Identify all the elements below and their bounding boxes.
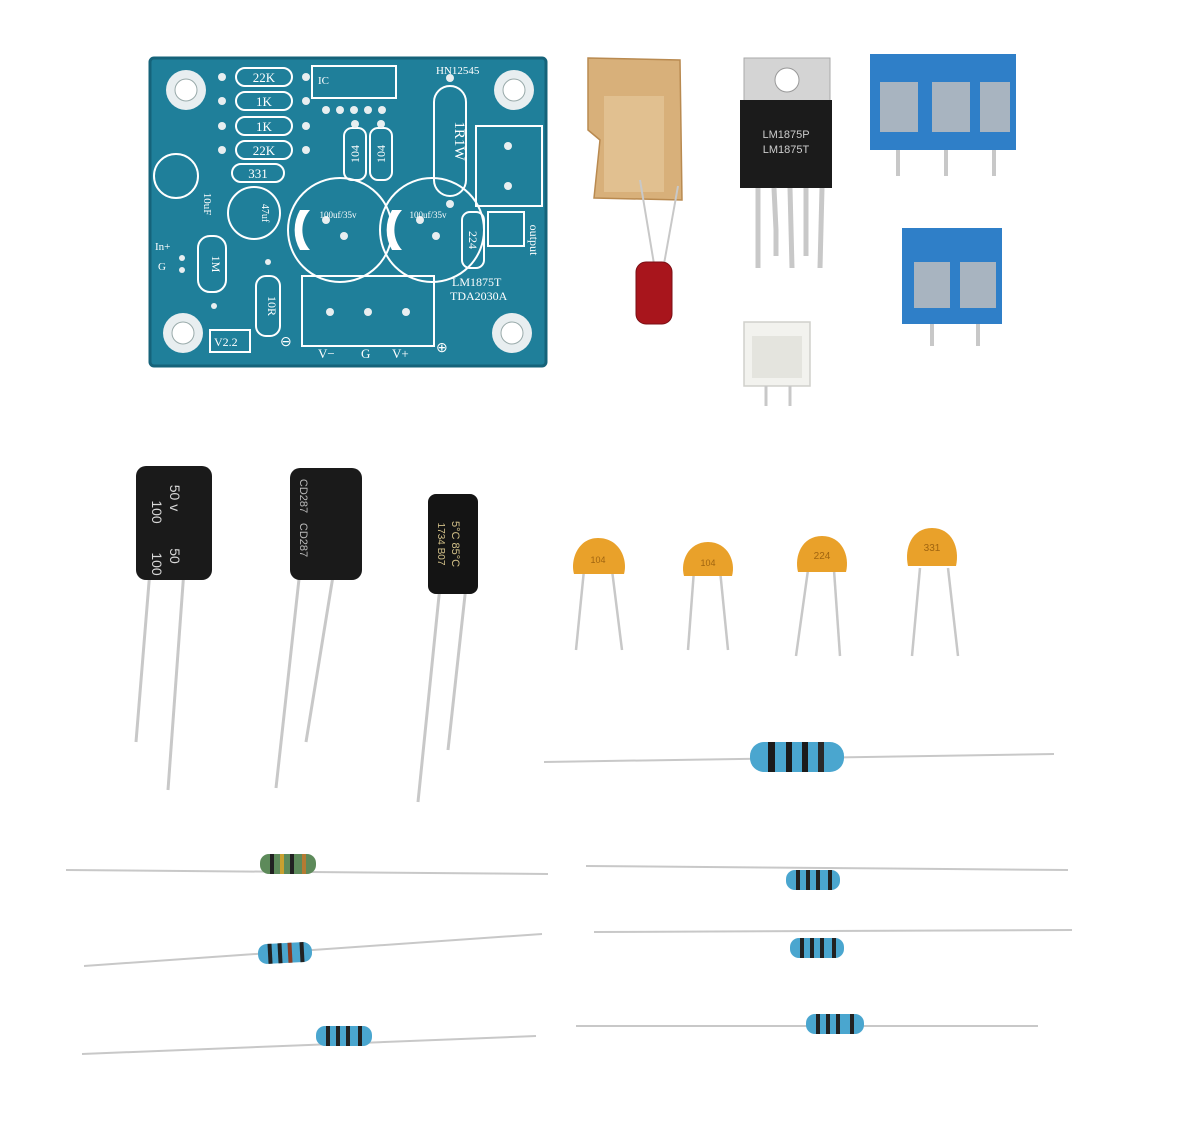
pcb-label-22k: 22K xyxy=(253,70,276,85)
mounting-hole xyxy=(494,70,534,110)
pcb-label-g: G xyxy=(158,261,166,273)
pcb-label-ic: IC xyxy=(318,75,329,87)
resistor xyxy=(585,865,1069,890)
ceramic-capacitor: 104 xyxy=(683,542,733,651)
pcb-label-104: 104 xyxy=(348,145,362,163)
electrolytic-capacitor-2: CD287 CD287 xyxy=(274,468,362,789)
pcb-label-code: HN12545 xyxy=(436,65,480,77)
ceramic-capacitor: 224 xyxy=(794,536,847,657)
pcb-label-v-plus: V+ xyxy=(392,346,409,361)
small-electrolytic-capacitor xyxy=(635,179,679,325)
pcb-label-100uf: 100uf/35v xyxy=(320,210,357,220)
pcb-label-10uf: 10uF xyxy=(201,193,213,216)
cap3-marking: 5°C 85°C xyxy=(449,521,461,567)
screw-terminal-3-pin xyxy=(870,54,1016,176)
mounting-hole xyxy=(163,313,203,353)
amplifier-ic: LM1875P LM1875T xyxy=(740,57,832,269)
pcb-label-v-minus: V− xyxy=(318,346,335,361)
pcb-label-10r: 10R xyxy=(265,296,279,316)
pcb-label-lm1875: LM1875T xyxy=(452,275,502,289)
cap1-marking: 100 xyxy=(149,552,165,576)
electrolytic-capacitor-3: 5°C 85°C 1734 B07 xyxy=(416,494,478,803)
mounting-hole xyxy=(492,313,532,353)
pcb-label-version: V2.2 xyxy=(214,335,238,349)
cap2-marking: CD287 xyxy=(297,523,309,557)
pcb-label-104: 104 xyxy=(374,145,388,163)
resistor xyxy=(65,854,549,875)
pcb-label-47uf: 47uf xyxy=(259,204,270,223)
ic-label-top: LM1875P xyxy=(762,129,809,141)
pcb-label-1r1w: 1R1W xyxy=(451,121,467,161)
pcb-label-224: 224 xyxy=(466,231,480,249)
resistor xyxy=(81,1026,537,1055)
electrolytic-capacitor-1: 50 v 100 50 100 xyxy=(134,466,212,791)
pcb-label-gnd: G xyxy=(361,346,370,361)
pcb-label-1m: 1M xyxy=(209,256,223,273)
pcb-label-1k: 1K xyxy=(256,119,273,134)
cap3-marking: 1734 B07 xyxy=(435,523,446,566)
pcb-label-tda: TDA2030A xyxy=(450,289,508,303)
ic-label-main: LM1875T xyxy=(763,144,810,156)
resistor xyxy=(593,929,1073,958)
pcb-label-1k: 1K xyxy=(256,94,273,109)
pcb-label-100uf: 100uf/35v xyxy=(410,210,447,220)
cap2-marking: CD287 xyxy=(297,479,309,513)
jst-connector xyxy=(743,321,811,406)
cap1-marking: 50 xyxy=(167,548,183,564)
pcb-label-minus: ⊖ xyxy=(280,335,292,350)
cap1-marking: 100 xyxy=(149,500,165,524)
resistor xyxy=(576,1014,1038,1034)
ceramic-capacitor: 104 xyxy=(573,538,625,651)
ceramic-label: 331 xyxy=(924,543,941,554)
pcb-label-plus: ⊕ xyxy=(436,341,448,356)
pcb-label-in-plus: In+ xyxy=(155,241,170,253)
pcb-label-22k: 22K xyxy=(253,143,276,158)
insulation-pad xyxy=(587,57,683,201)
screw-terminal-2-pin xyxy=(902,228,1002,346)
cap1-marking: 50 v xyxy=(167,485,183,511)
power-resistor xyxy=(543,742,1055,772)
ceramic-label: 104 xyxy=(590,555,605,565)
pcb-label-output: output xyxy=(527,225,541,256)
ceramic-capacitor: 331 xyxy=(907,528,960,657)
ceramic-label: 224 xyxy=(814,551,831,562)
pcb-board: 22K 1K 1K 22K 331 IC HN12545 104 104 1R1… xyxy=(148,56,548,368)
pcb-label-331: 331 xyxy=(248,166,268,181)
resistor xyxy=(83,933,543,967)
mounting-hole xyxy=(166,70,206,110)
ceramic-label: 104 xyxy=(700,558,715,568)
